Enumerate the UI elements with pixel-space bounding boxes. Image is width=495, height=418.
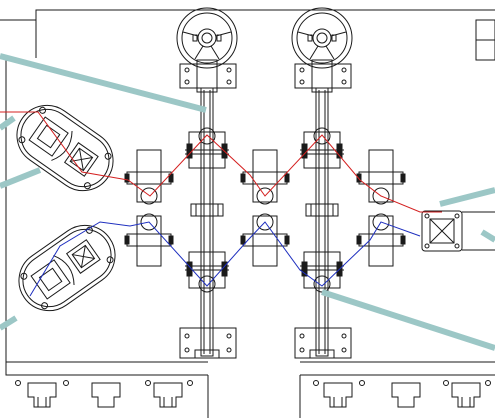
roller-block-icon [300, 127, 344, 169]
mounting-bracket-row-right [313, 380, 491, 408]
cam-plate-icon [18, 224, 116, 312]
guide-roller-row-upper [124, 149, 406, 205]
left-spindle-assembly [176, 7, 238, 359]
roller-block-icon [124, 213, 174, 267]
mounting-bracket-icon [323, 382, 353, 408]
blue-belt-path [29, 221, 421, 297]
mounting-bracket-icon [153, 382, 183, 408]
roller-block-icon [240, 149, 290, 205]
junction-box-icon [421, 210, 463, 252]
mounting-bracket-row-left [15, 380, 193, 408]
leader-line [0, 315, 18, 331]
mounting-bracket-icon [27, 382, 57, 408]
callout-leaders [0, 53, 495, 351]
handwheel-icon [291, 7, 353, 69]
leader-line [480, 229, 495, 243]
mounting-bracket-icon [91, 382, 121, 408]
base-plate [0, 9, 495, 418]
roller-block-icon [124, 149, 174, 205]
leader-line [439, 187, 495, 207]
leader-line [321, 289, 495, 351]
leader-line [0, 53, 207, 113]
right-spindle-assembly [291, 7, 353, 359]
mounting-bracket-icon [451, 382, 481, 408]
leader-line [0, 115, 16, 131]
handwheel-icon [176, 7, 238, 69]
roller-block-icon [185, 127, 229, 169]
red-belt-path [0, 111, 442, 213]
roller-block-icon [356, 149, 406, 205]
cam-plate-icon [16, 104, 114, 192]
roller-block-icon [240, 213, 290, 267]
guide-roller-row-lower [124, 213, 406, 267]
leader-line [0, 167, 42, 189]
mounting-bracket-icon [391, 382, 421, 408]
